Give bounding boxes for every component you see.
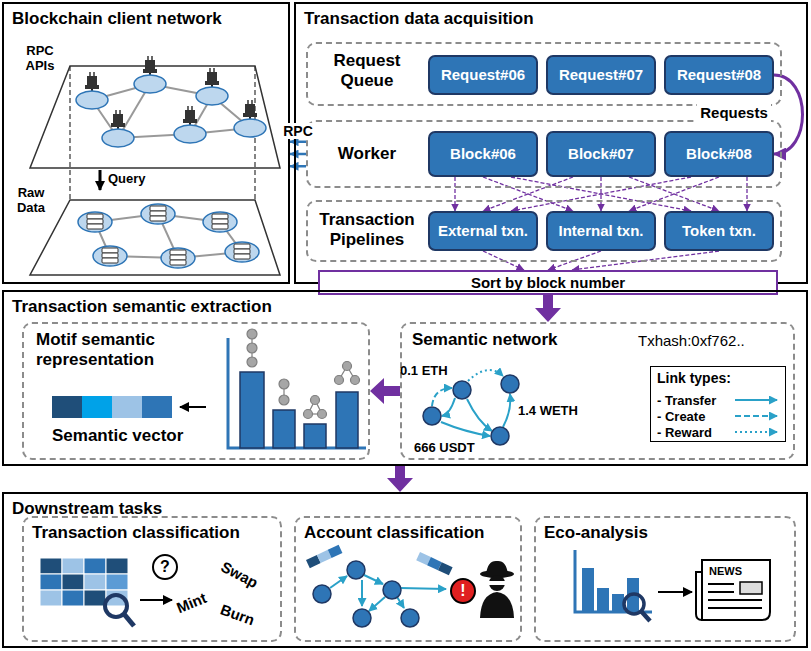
node-text: Txhash:0xf762.. bbox=[638, 332, 745, 349]
node-text: Transaction data acquisition bbox=[304, 9, 534, 29]
semantic-vector bbox=[52, 396, 206, 418]
panel: Transaction data acquisitionRequest Queu… bbox=[294, 2, 808, 284]
account-classification-icon bbox=[306, 545, 514, 627]
edge-label: RPC bbox=[280, 123, 316, 139]
stage-row: Request Queue Request#06 Request#07 Request… bbox=[306, 42, 782, 106]
node-text: Transaction classification bbox=[32, 523, 240, 543]
legend-text: - Create bbox=[657, 409, 705, 424]
annotation-label: Raw Data bbox=[10, 186, 52, 216]
annotation-label: 1.4 WETH bbox=[518, 404, 578, 419]
pipeline-box: Token txn. bbox=[664, 211, 774, 251]
legend-line bbox=[735, 431, 777, 433]
dashed-connector bbox=[511, 177, 691, 211]
node-text: Motif semantic representation bbox=[36, 330, 226, 369]
legend-row: - Create bbox=[657, 407, 781, 423]
sub-panel: Motif semantic representationSemantic ve… bbox=[22, 322, 370, 460]
node-text: Account classification bbox=[304, 523, 484, 543]
stage-row: Worker Block#06 Block#07 Block#08 bbox=[306, 120, 782, 188]
legend-text: - Transfer bbox=[657, 393, 716, 408]
block-box: Block#06 bbox=[428, 131, 538, 177]
rpc-arrow bbox=[290, 165, 306, 168]
dashed-connector bbox=[454, 177, 455, 211]
task-box: Eco-analysis bbox=[534, 516, 796, 642]
dashed-connector bbox=[629, 177, 719, 211]
legend-text: - Reward bbox=[657, 425, 712, 440]
node-text: Blockchain client network bbox=[12, 9, 222, 29]
legend-box: Link types: - Transfer- Create- Reward bbox=[650, 366, 786, 442]
curved-connector bbox=[774, 75, 803, 154]
annotation-label: Mint bbox=[174, 589, 209, 617]
annotation-label: 0.1 ETH bbox=[400, 364, 448, 379]
annotation-label: RPC APIs bbox=[16, 44, 64, 74]
node-text: Block#07 bbox=[568, 145, 634, 162]
node-text: Token txn. bbox=[682, 222, 756, 239]
block-arrow bbox=[370, 378, 400, 404]
annotation-label: Query bbox=[108, 172, 146, 187]
motif-bar-chart bbox=[228, 329, 366, 448]
node-text: Worker bbox=[312, 144, 422, 164]
node-text: Semantic vector bbox=[52, 426, 183, 446]
annotation-label: Burn bbox=[218, 601, 257, 629]
legend-line bbox=[735, 399, 777, 401]
node-text: Request#07 bbox=[559, 66, 643, 83]
node-text: External txn. bbox=[438, 222, 528, 239]
node-text: Transaction semantic extraction bbox=[12, 297, 272, 317]
pipeline-box: External txn. bbox=[428, 211, 538, 251]
legend-row: - Transfer bbox=[657, 391, 781, 407]
edge-label: Requests bbox=[697, 104, 771, 121]
dashed-connector bbox=[746, 177, 747, 211]
node-text: Sort by block number bbox=[471, 274, 625, 291]
eco-analysis-icon bbox=[575, 550, 770, 621]
node-text: Transaction Pipelines bbox=[312, 210, 422, 249]
stage-row: Transaction Pipelines External txn. Intern… bbox=[306, 200, 782, 262]
node-text: Request#06 bbox=[441, 66, 525, 83]
node-text: Semantic network bbox=[412, 330, 558, 350]
annotation-label: NEWS bbox=[709, 565, 742, 578]
node-text: Request Queue bbox=[312, 51, 422, 90]
legend-row: - Reward bbox=[657, 423, 781, 439]
block-arrow bbox=[535, 295, 561, 322]
request-box: Request#07 bbox=[546, 55, 656, 95]
block-box: Block#08 bbox=[664, 131, 774, 177]
annotation-label: ! bbox=[450, 578, 476, 604]
annotation-label: 666 USDT bbox=[414, 441, 475, 456]
request-box: Request#06 bbox=[428, 55, 538, 95]
dashed-connector bbox=[629, 177, 719, 211]
annotation-label: Swap bbox=[218, 558, 261, 592]
semantic-network-graph bbox=[423, 370, 519, 445]
dashed-connector bbox=[483, 177, 573, 211]
request-box: Request#08 bbox=[664, 55, 774, 95]
legend-sample bbox=[733, 426, 781, 438]
node-text: Block#08 bbox=[686, 145, 752, 162]
client-network-illustration bbox=[30, 56, 280, 275]
rpc-arrow bbox=[290, 141, 306, 144]
legend-line bbox=[735, 415, 777, 417]
node-text: Internal txn. bbox=[558, 222, 643, 239]
node-text: Link types: bbox=[657, 370, 731, 386]
block-arrow bbox=[387, 466, 413, 492]
node-text: Eco-analysis bbox=[544, 523, 648, 543]
rpc-connector bbox=[290, 142, 306, 166]
pipeline-box: Internal txn. bbox=[546, 211, 656, 251]
dashed-connector bbox=[483, 177, 573, 211]
node-text: Block#06 bbox=[450, 145, 516, 162]
node-text: Request#08 bbox=[677, 66, 761, 83]
block-box: Block#07 bbox=[546, 131, 656, 177]
sub-panel: Semantic network Txhash:0xf762.. Link type… bbox=[400, 322, 795, 460]
legend-sample bbox=[733, 410, 781, 422]
rpc-arrow bbox=[290, 153, 306, 156]
panel: Downstream tasksTransaction classificati… bbox=[2, 492, 808, 648]
annotation-label: ? bbox=[152, 554, 178, 580]
task-box: Account classification bbox=[294, 516, 522, 642]
legend-sample bbox=[733, 394, 781, 406]
dashed-connector bbox=[511, 177, 691, 211]
